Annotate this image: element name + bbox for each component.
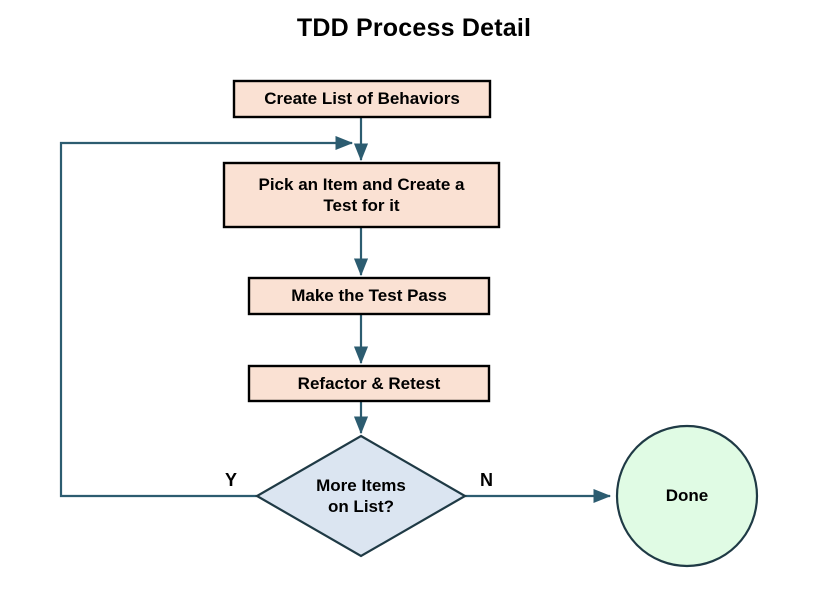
edge-label-yes: Y	[225, 470, 238, 490]
node-refactor-retest[interactable]	[247, 364, 491, 403]
page-title: TDD Process Detail	[296, 14, 532, 42]
node-more-items-decision[interactable]	[254, 434, 468, 558]
node-create-list[interactable]	[232, 79, 492, 119]
edge-more-items-yes-loop	[59, 135, 354, 498]
edge-label-no: N	[480, 470, 493, 490]
node-make-test-pass[interactable]	[247, 276, 491, 316]
node-done[interactable]	[615, 424, 759, 568]
node-pick-item[interactable]	[222, 161, 501, 229]
